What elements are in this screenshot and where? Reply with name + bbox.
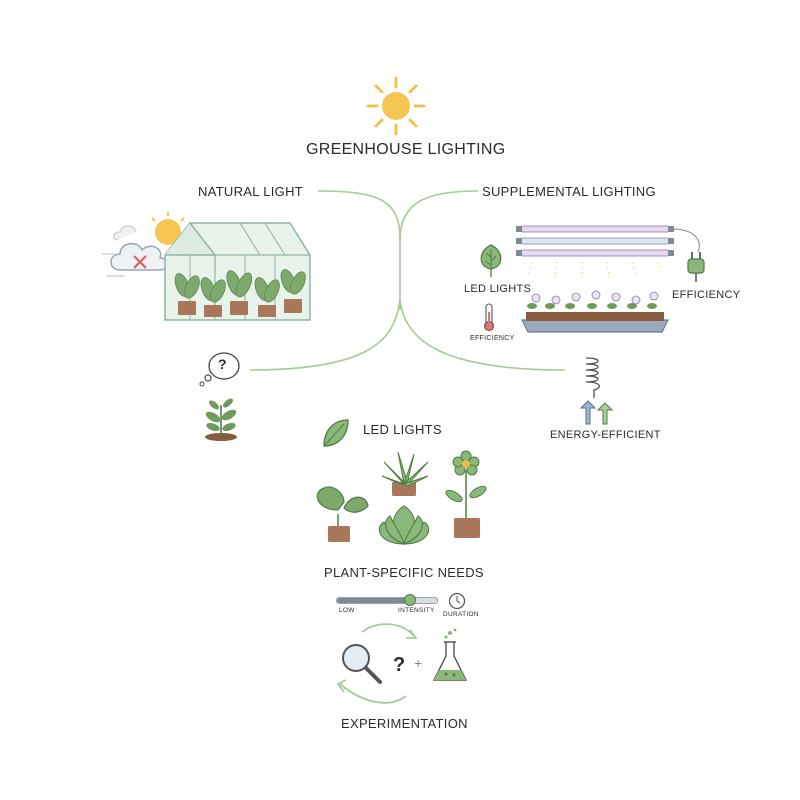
duration-label: DURATION <box>443 611 479 618</box>
flask-icon <box>432 628 468 681</box>
thought-question-mark: ? <box>218 356 227 372</box>
led-lights-heading: LED LIGHTS <box>363 422 442 437</box>
experiment-question-mark: ? <box>393 654 406 676</box>
energy-efficient-label: ENERGY-EFFICIENT <box>550 429 661 441</box>
leaf-icon <box>480 244 502 277</box>
arrows-up-icon <box>579 400 614 425</box>
led-lights-label-top: LED LIGHTS <box>464 283 532 295</box>
houseplant-icon <box>316 450 487 545</box>
intensity-label: INTENSITY <box>398 607 435 614</box>
plus-sign: + <box>414 655 423 671</box>
page-title: GREENHOUSE LIGHTING <box>306 141 506 158</box>
cycle-arrows-icon <box>336 623 418 704</box>
cloud-x-icon <box>102 212 185 277</box>
grow-lights-icon <box>516 225 700 279</box>
plug-icon <box>687 252 705 282</box>
intensity-slider-fill <box>337 598 409 603</box>
thermometer-icon <box>483 303 495 332</box>
seed-tray-icon <box>521 290 669 333</box>
spring-coil-icon <box>585 357 600 398</box>
led-leaf-icon <box>323 419 349 447</box>
seedling-icon <box>205 398 237 441</box>
experimentation-heading: EXPERIMENTATION <box>341 716 468 731</box>
plant-needs-heading: PLANT-SPECIFIC NEEDS <box>324 565 484 580</box>
clock-icon <box>448 592 466 610</box>
supplemental-heading: SUPPLEMENTAL LIGHTING <box>482 184 656 199</box>
small-efficiency-label: EFFICIENCY <box>470 335 515 342</box>
low-label: LOW <box>339 607 355 614</box>
intensity-slider[interactable] <box>336 594 438 606</box>
natural-light-heading: NATURAL LIGHT <box>198 184 304 199</box>
intensity-slider-knob[interactable] <box>404 594 416 606</box>
sun-icon <box>366 76 426 136</box>
greenhouse-icon <box>164 222 311 321</box>
efficiency-label: EFFICIENCY <box>672 289 741 301</box>
magnifier-icon <box>342 644 382 684</box>
thought-bubble-icon <box>199 352 240 387</box>
